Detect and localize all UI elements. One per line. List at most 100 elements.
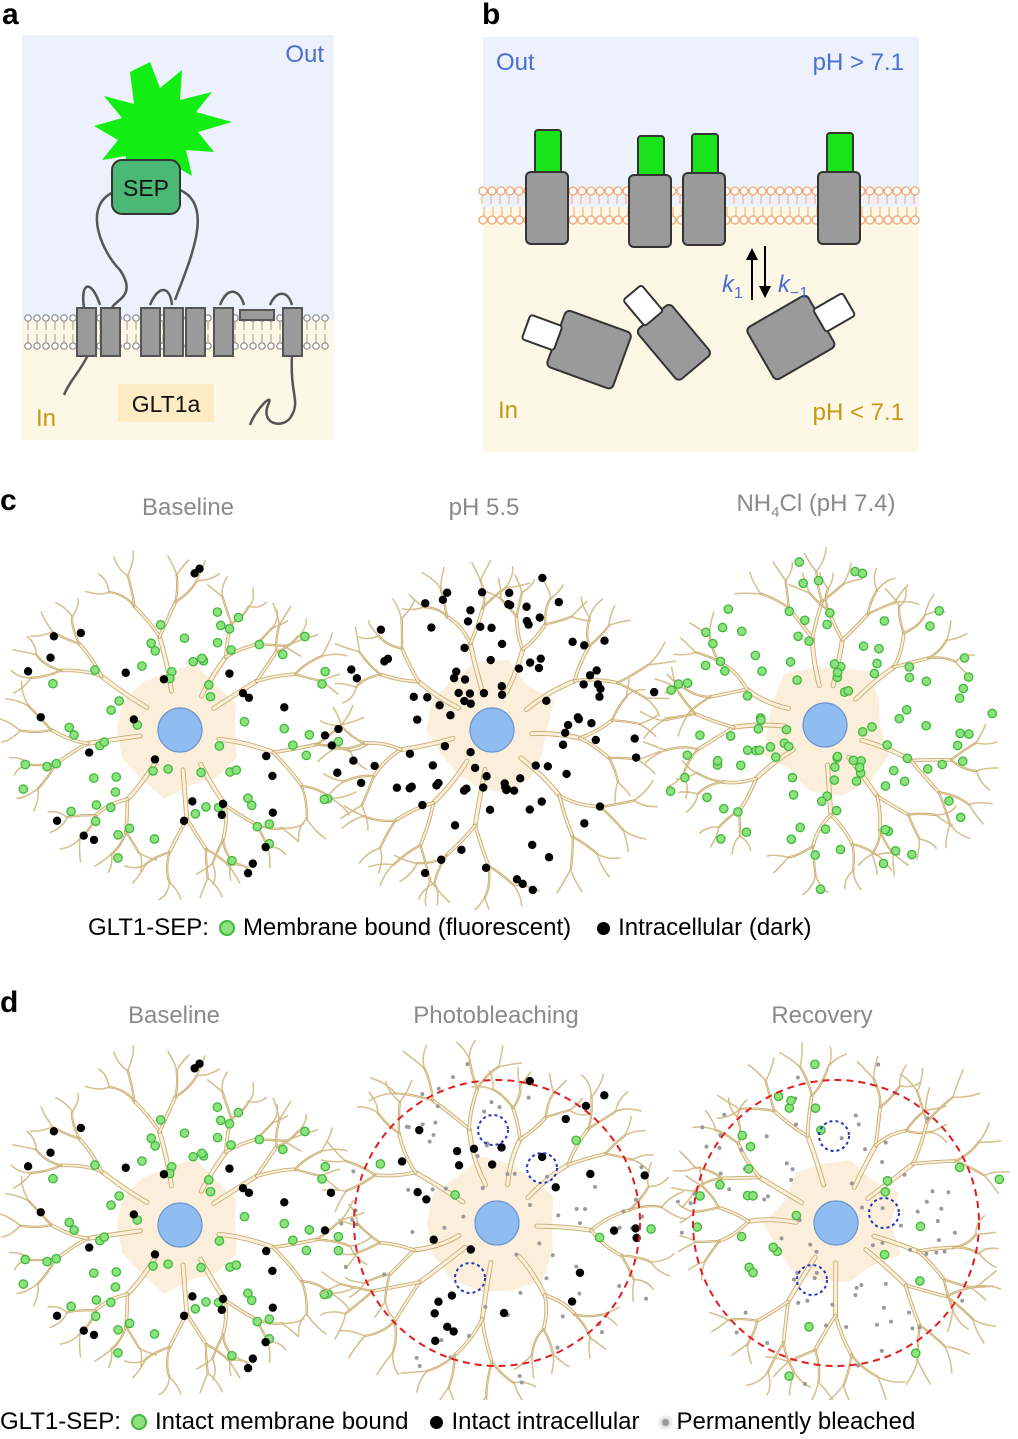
bleached-dot [934, 1250, 939, 1255]
bleached-dot [789, 1177, 794, 1182]
membrane-bound-dot [149, 1329, 160, 1339]
reentrant-loop [239, 309, 275, 321]
membrane-bound-dot [880, 781, 891, 791]
ph-high-label: pH > 7.1 [813, 49, 904, 76]
membrane-bound-dot [954, 693, 965, 704]
bleached-dot [859, 1205, 864, 1210]
intracellular-dot [440, 741, 450, 751]
intracellular-dot [476, 622, 485, 632]
bleached-dot [925, 1116, 930, 1121]
intracellular-dot [442, 588, 452, 597]
intracellular-dot [457, 845, 466, 855]
membrane-bound-dot [88, 773, 99, 783]
membrane-bound-dot [450, 1190, 460, 1200]
intracellular-dot [454, 1161, 464, 1170]
membrane-bound-dot [810, 1059, 820, 1070]
intracellular-dot [504, 600, 513, 609]
intracellular-dot [84, 1243, 94, 1252]
membrane-bound-dot [793, 631, 803, 642]
intracellular-dot [225, 1164, 234, 1173]
intracellular-dot [587, 718, 596, 728]
membrane-bound-dot [111, 1267, 122, 1277]
membrane-bound-dot [816, 796, 827, 807]
intracellular-dot [218, 1294, 228, 1304]
intracellular-dot [320, 731, 330, 740]
intracellular-dot [447, 1291, 457, 1300]
intracellular-dot [631, 1224, 640, 1233]
membrane-bound-dot [277, 1144, 288, 1155]
membrane-bound-dot [878, 858, 889, 869]
membrane-bound-dot [880, 824, 891, 835]
membrane-bound-dot [825, 608, 835, 618]
bleached-dot [550, 1253, 555, 1258]
bleached-dot [517, 1373, 522, 1378]
intracellular-dot [159, 1170, 169, 1179]
intracellular-dot [580, 641, 589, 650]
bleached-dot [870, 1243, 875, 1248]
membrane-bound-dot [146, 638, 157, 649]
intracellular-dot [649, 687, 659, 697]
intracellular-dot [36, 713, 45, 722]
bleached-dot [779, 1236, 784, 1241]
intracellular-dot [568, 637, 577, 647]
panel-b-label: b [482, 0, 501, 31]
bleached-dot [639, 1165, 644, 1170]
membrane-bound-dot [835, 844, 846, 855]
bleached-dot [808, 1242, 813, 1247]
bleached-dot [879, 1348, 884, 1353]
intracellular-dot [534, 663, 544, 673]
bleached-dot [621, 1209, 626, 1214]
membrane-bound-dot [742, 745, 753, 756]
intracellular-dot [438, 595, 448, 605]
membrane-bound-dot [90, 1160, 100, 1170]
intracellular-dot [463, 617, 473, 626]
membrane-bound-dot [804, 636, 814, 647]
membrane-bound-dot [205, 691, 216, 702]
bleached-dot [960, 1298, 965, 1303]
membrane-bound-dot [179, 633, 190, 644]
intracellular-dot [449, 673, 459, 683]
membrane-bound-dot [922, 764, 933, 774]
membrane-bound-dot [301, 1245, 312, 1256]
bleached-dot [863, 1147, 868, 1152]
bleached-dot [556, 1213, 561, 1218]
intracellular-dot [427, 623, 436, 632]
membrane-bound-dot [148, 766, 158, 776]
intracellular-dot [429, 1235, 438, 1244]
membrane-bound-dot [679, 772, 690, 783]
membrane-bound-dot [233, 1107, 244, 1118]
astrocyte [670, 1042, 1010, 1400]
membrane-bound-dot [203, 1175, 214, 1185]
intracellular-dot [418, 800, 427, 810]
intracellular-dot [560, 728, 570, 737]
intracellular-dot [84, 748, 94, 757]
intracellular-dot [217, 810, 227, 820]
panel-a-diagram: SEP GLT1a Out In [22, 35, 334, 440]
intracellular-dot [190, 569, 199, 578]
intracellular-dot [487, 1160, 497, 1169]
intracellular-dot [525, 805, 534, 814]
membrane-bound-dot [288, 1235, 298, 1246]
membrane-bound-dot [113, 1348, 123, 1358]
intracellular-dot [470, 763, 480, 773]
intracellular-dot [243, 1363, 253, 1373]
tracking-circle [477, 1114, 509, 1146]
membrane-bound-dot [904, 672, 915, 683]
membrane-bound-dot [571, 1135, 582, 1146]
panel-b-diagram: k1 k−1 Out pH > 7.1 In pH < 7.1 [478, 37, 920, 452]
intracellular-dot [333, 768, 342, 777]
membrane-bound-dot [700, 660, 711, 671]
membrane-bound-dot [820, 824, 831, 835]
tm-helix [76, 307, 97, 357]
membrane-bound-dot [188, 656, 199, 667]
bleached-dot [427, 1139, 432, 1144]
intracellular-dot [243, 868, 253, 878]
intracellular-dot [580, 819, 589, 828]
intracellular-dot [485, 805, 495, 815]
membrane-bound-dot [882, 740, 893, 750]
membrane-bound-dot [810, 850, 821, 860]
intracellular-dot [466, 699, 475, 708]
bleached-dot [578, 1221, 583, 1226]
membrane-bound-dot [952, 740, 963, 751]
bleached-dot [762, 1197, 767, 1202]
